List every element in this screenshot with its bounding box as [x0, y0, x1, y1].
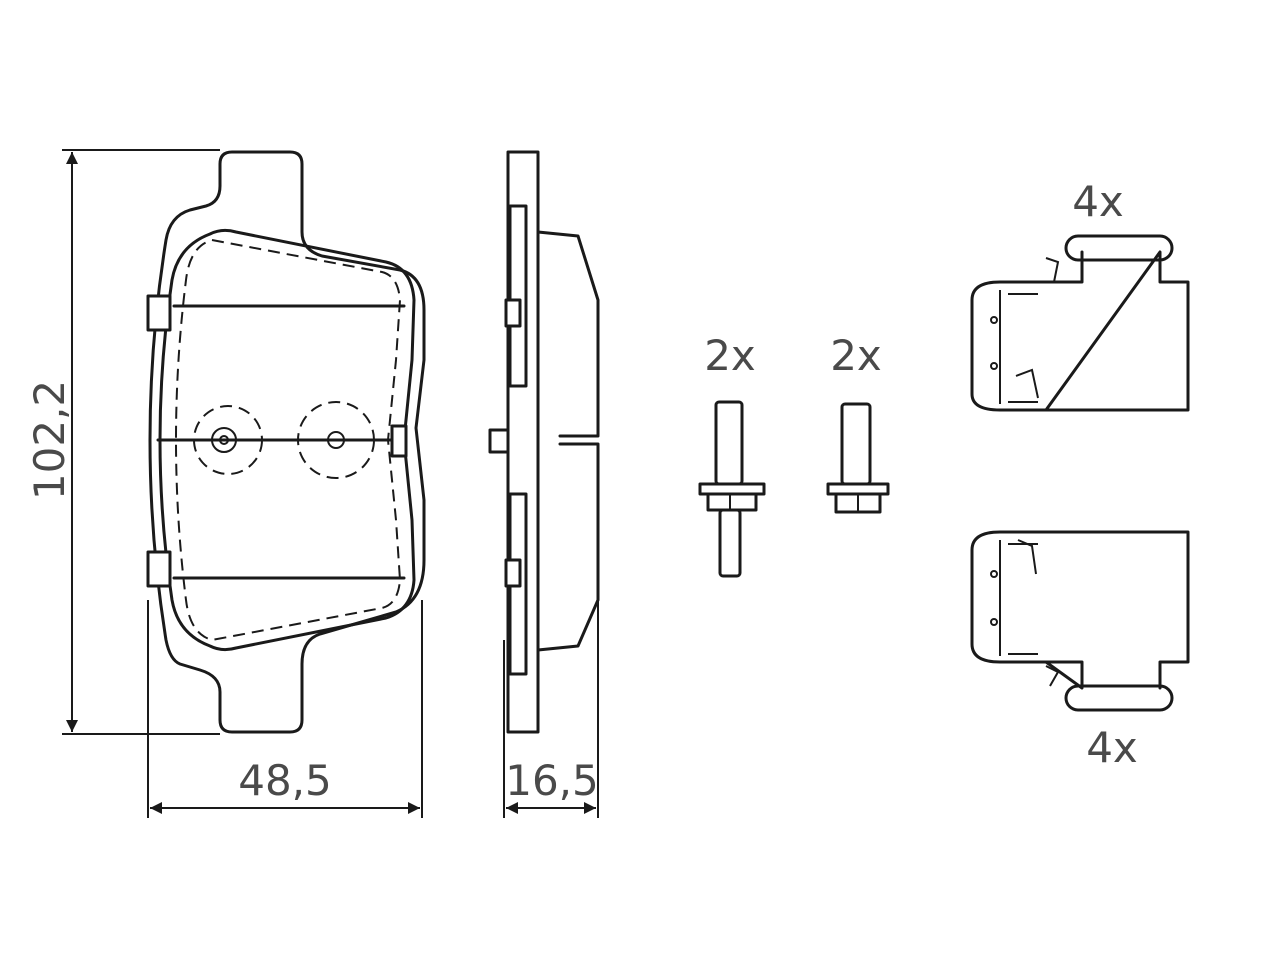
clip-top-rivet-b: [990, 362, 998, 370]
hole-right: [327, 431, 345, 449]
clip-top-spring: [1064, 234, 1174, 262]
bolt-short-shank: [840, 402, 872, 486]
clip-bottom-hook-lower: [1045, 665, 1060, 687]
bolt-long-shank: [714, 400, 744, 486]
clip-top-side: [970, 280, 1048, 412]
clip-bottom-side: [970, 530, 1048, 664]
clip-top-detail: [999, 290, 1038, 404]
clip-bottom-body: [1044, 530, 1190, 690]
hole-left: [211, 427, 237, 453]
wear-tab-upper: [146, 294, 172, 332]
dimension-width: 48,5: [147, 600, 423, 818]
hole-left-center: [219, 435, 229, 445]
clip-bottom-rivet-b: [990, 618, 998, 626]
bolt-short: 2x: [826, 331, 890, 514]
hidden-circle-left: [193, 405, 263, 475]
dim-height-label: 102,2: [25, 380, 74, 500]
clip-top-body: [1044, 250, 1190, 412]
clip-top-hook-upper: [1045, 257, 1060, 283]
clip-top-rivet-a: [990, 316, 998, 324]
dim-thick-label: 16,5: [505, 756, 599, 805]
clip-top-hook-lower: [1015, 368, 1039, 399]
wear-tab-lower: [146, 550, 172, 588]
clip-tab-right: [390, 424, 408, 458]
hidden-circle-right: [297, 401, 375, 479]
side-tab-lower: [504, 558, 522, 588]
side-clip-upper: [508, 204, 528, 388]
clip-bottom-qty: 4x: [1086, 723, 1138, 772]
pad-side-view: [488, 150, 600, 734]
bolt-short-qty: 2x: [830, 331, 882, 380]
clip-top: 4x: [970, 177, 1190, 412]
backing-plate-outline: [148, 150, 426, 734]
bolt-long-pin: [718, 508, 742, 578]
side-tab-center: [488, 428, 510, 454]
clip-top-qty: 4x: [1072, 177, 1124, 226]
clip-bottom-hook-upper: [1017, 539, 1037, 575]
side-tab-upper: [504, 298, 522, 328]
dimension-thickness: 16,5: [503, 600, 599, 818]
bolt-long-qty: 2x: [704, 331, 756, 380]
pad-front-view: [146, 150, 426, 734]
dim-width-label: 48,5: [238, 756, 332, 805]
bolt-long-hex: [706, 492, 758, 512]
clip-bottom: 4x: [970, 530, 1190, 772]
clip-bottom-detail: [999, 540, 1038, 656]
clip-bottom-rivet-a: [990, 570, 998, 578]
bolt-long: 2x: [698, 331, 766, 578]
dimension-height: 102,2: [25, 149, 220, 735]
friction-lining-outline: [158, 228, 416, 652]
side-friction-block: [536, 230, 600, 652]
hidden-outline: [174, 238, 402, 642]
clip-bottom-spring: [1064, 684, 1174, 712]
